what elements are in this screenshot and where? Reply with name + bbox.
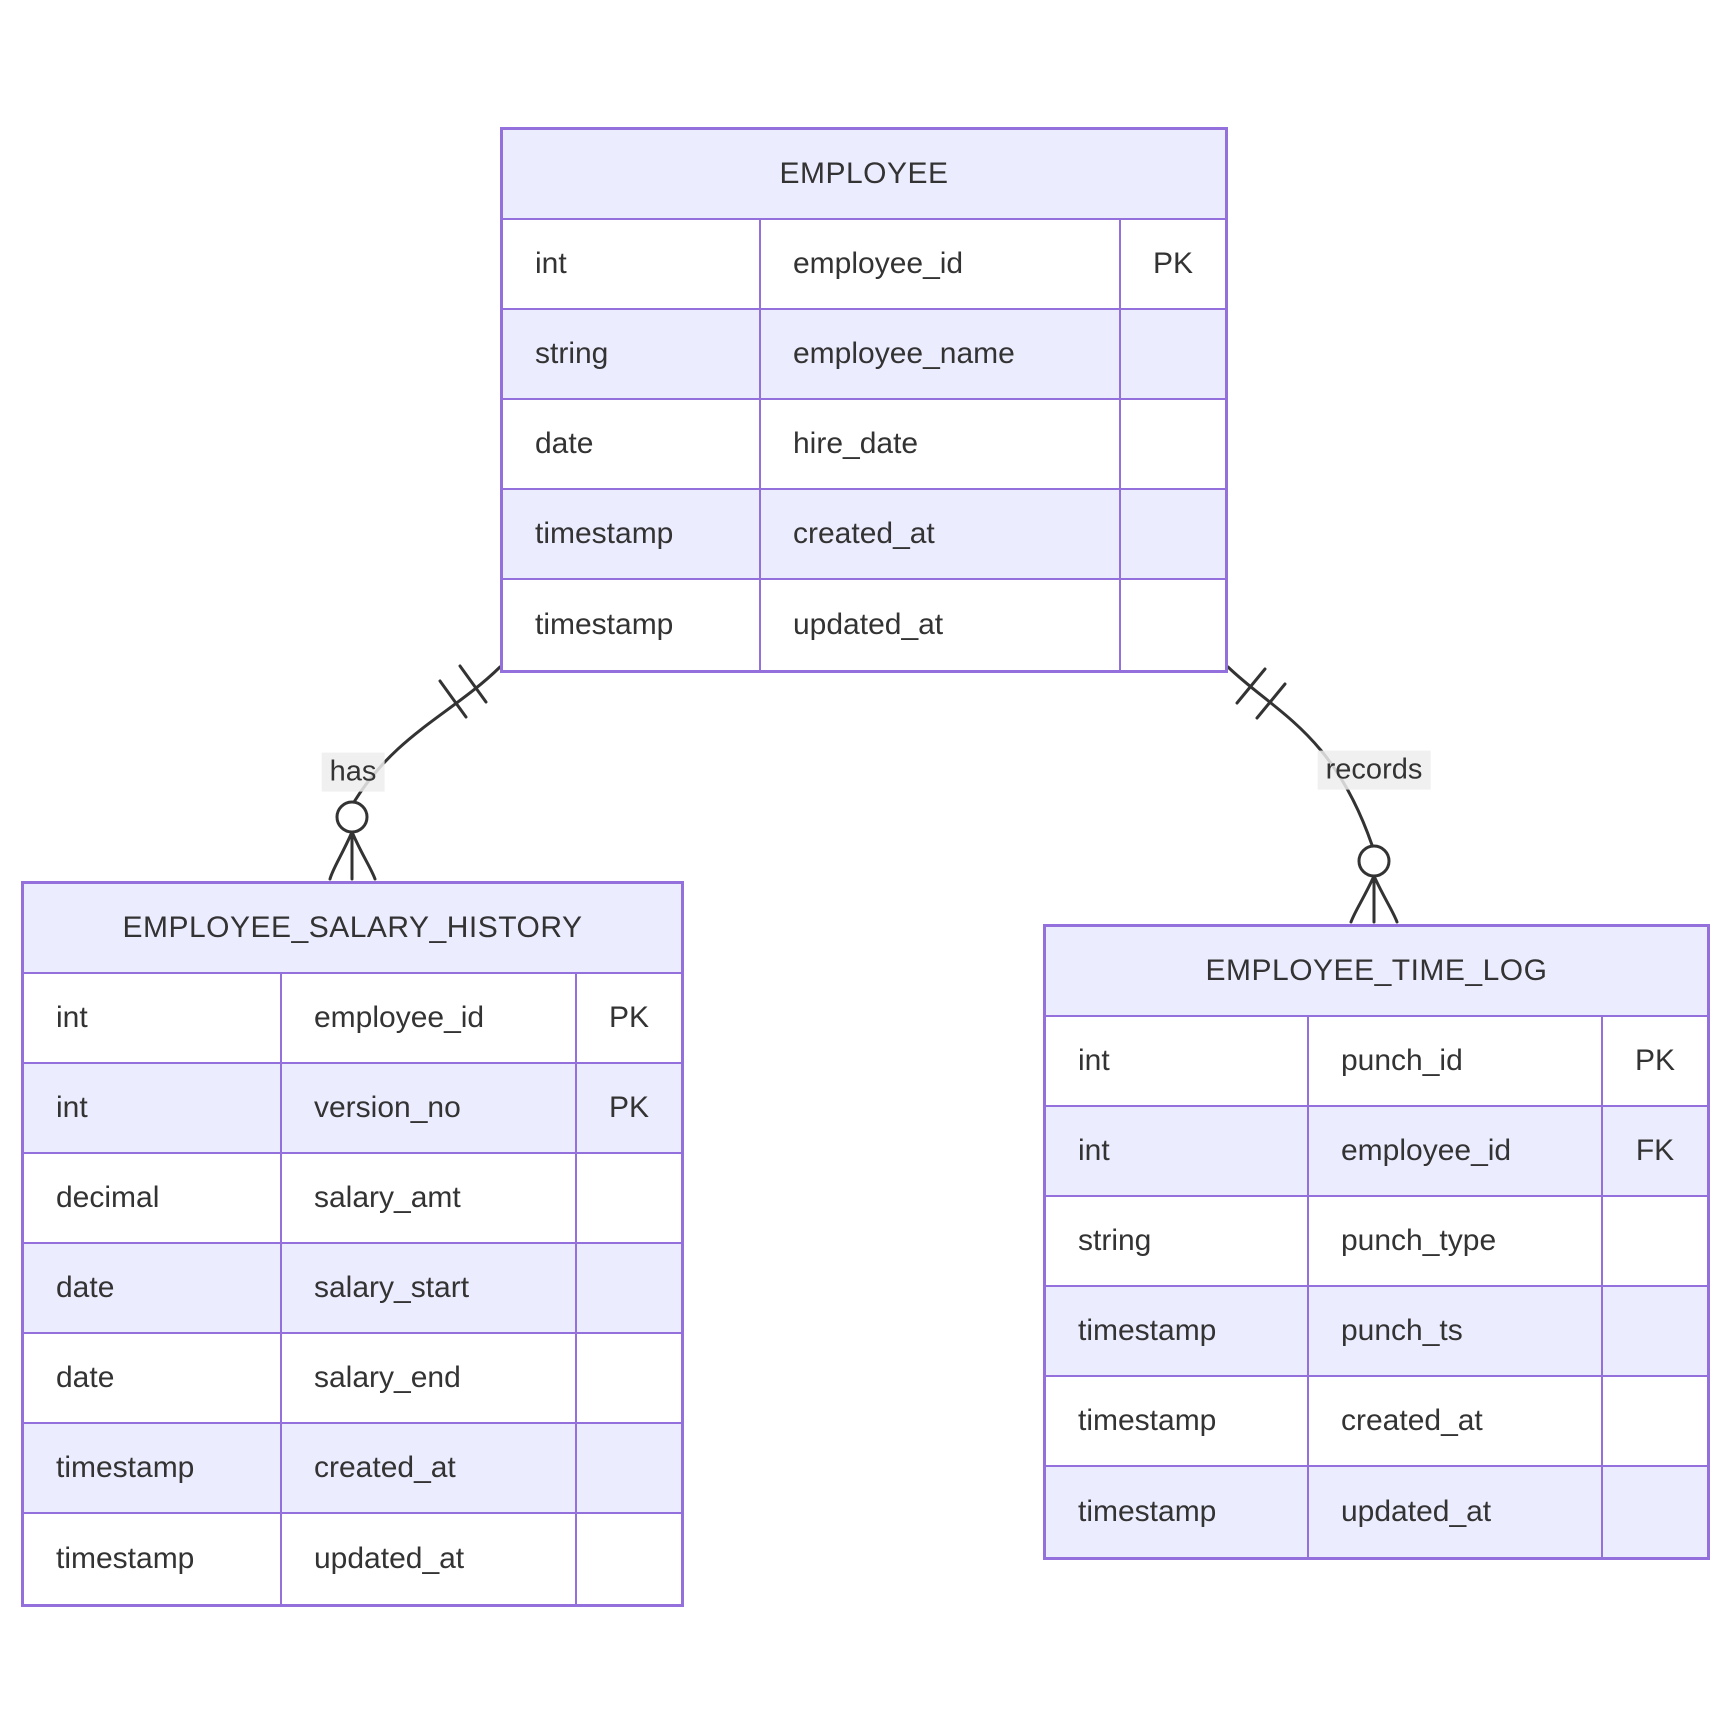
attribute-key bbox=[577, 1154, 681, 1242]
attribute-name: created_at bbox=[761, 490, 1121, 578]
records-zero-circle bbox=[1357, 844, 1391, 878]
attribute-key bbox=[1603, 1467, 1707, 1557]
attribute-key bbox=[577, 1424, 681, 1512]
attribute-type: timestamp bbox=[1046, 1287, 1309, 1375]
attribute-name: salary_end bbox=[282, 1334, 577, 1422]
attribute-type: timestamp bbox=[24, 1424, 282, 1512]
has-zero-circle bbox=[335, 800, 369, 834]
attribute-name: employee_id bbox=[282, 974, 577, 1062]
attribute-type: date bbox=[24, 1334, 282, 1422]
attribute-type: int bbox=[24, 1064, 282, 1152]
attribute-row: int employee_id PK bbox=[24, 974, 681, 1064]
attribute-key bbox=[577, 1244, 681, 1332]
attribute-type: timestamp bbox=[503, 580, 761, 670]
has-one-tick-2 bbox=[438, 679, 468, 719]
entity-employee-salary-history-title: EMPLOYEE_SALARY_HISTORY bbox=[24, 884, 681, 974]
attribute-row: int version_no PK bbox=[24, 1064, 681, 1154]
entity-employee-time-log-title: EMPLOYEE_TIME_LOG bbox=[1046, 927, 1707, 1017]
attribute-row: decimal salary_amt bbox=[24, 1154, 681, 1244]
attribute-key: PK bbox=[1152, 247, 1194, 280]
attribute-row: timestamp updated_at bbox=[503, 580, 1225, 670]
entity-employee: EMPLOYEE int employee_id PK string emplo… bbox=[500, 127, 1228, 673]
attribute-key bbox=[577, 1334, 681, 1422]
relationship-label-has: has bbox=[321, 752, 385, 792]
attribute-name: version_no bbox=[282, 1064, 577, 1152]
attribute-row: timestamp updated_at bbox=[1046, 1467, 1707, 1557]
attribute-key bbox=[1121, 490, 1225, 578]
entity-employee-time-log: EMPLOYEE_TIME_LOG int punch_id PK int em… bbox=[1043, 924, 1710, 1560]
attribute-type: date bbox=[503, 400, 761, 488]
attribute-row: int employee_id FK bbox=[1046, 1107, 1707, 1197]
attribute-name: hire_date bbox=[761, 400, 1121, 488]
attribute-row: date salary_start bbox=[24, 1244, 681, 1334]
records-crowfoot-left bbox=[1349, 874, 1376, 924]
has-crowfoot-left bbox=[328, 830, 354, 881]
entity-employee-title: EMPLOYEE bbox=[503, 130, 1225, 220]
attribute-name: updated_at bbox=[282, 1514, 577, 1604]
attribute-key bbox=[1603, 1287, 1707, 1375]
attribute-name: punch_id bbox=[1309, 1017, 1603, 1105]
attribute-row: date hire_date bbox=[503, 400, 1225, 490]
attribute-name: created_at bbox=[1309, 1377, 1603, 1465]
attribute-row: string employee_name bbox=[503, 310, 1225, 400]
attribute-type: int bbox=[1046, 1107, 1309, 1195]
has-crowfoot-right bbox=[350, 830, 377, 881]
relationship-records-line bbox=[1226, 665, 1399, 924]
attribute-type: timestamp bbox=[503, 490, 761, 578]
attribute-row: timestamp created_at bbox=[503, 490, 1225, 580]
attribute-type: timestamp bbox=[24, 1514, 282, 1604]
attribute-name: punch_ts bbox=[1309, 1287, 1603, 1375]
attribute-key bbox=[1603, 1377, 1707, 1465]
attribute-type: timestamp bbox=[1046, 1377, 1309, 1465]
attribute-name: salary_amt bbox=[282, 1154, 577, 1242]
attribute-name: created_at bbox=[282, 1424, 577, 1512]
relationship-label-records: records bbox=[1317, 750, 1431, 790]
attribute-row: timestamp created_at bbox=[24, 1424, 681, 1514]
records-crowfoot-right bbox=[1372, 874, 1399, 924]
attribute-key bbox=[1121, 310, 1225, 398]
attribute-row: date salary_end bbox=[24, 1334, 681, 1424]
records-one-tick-1 bbox=[1235, 667, 1267, 705]
attribute-type: int bbox=[24, 974, 282, 1062]
attribute-name: employee_id bbox=[761, 220, 1121, 308]
attribute-row: timestamp created_at bbox=[1046, 1377, 1707, 1467]
attribute-key: PK bbox=[608, 1091, 650, 1124]
attribute-type: timestamp bbox=[1046, 1467, 1309, 1557]
attribute-key: FK bbox=[1635, 1134, 1675, 1167]
attribute-type: int bbox=[1046, 1017, 1309, 1105]
attribute-name: updated_at bbox=[761, 580, 1121, 670]
attribute-key bbox=[1603, 1197, 1707, 1285]
attribute-key: PK bbox=[1634, 1044, 1676, 1077]
attribute-key bbox=[577, 1514, 681, 1604]
records-one-tick-2 bbox=[1255, 682, 1287, 720]
attribute-name: employee_name bbox=[761, 310, 1121, 398]
attribute-type: decimal bbox=[24, 1154, 282, 1242]
attribute-type: string bbox=[1046, 1197, 1309, 1285]
attribute-name: updated_at bbox=[1309, 1467, 1603, 1557]
attribute-key bbox=[1121, 400, 1225, 488]
entity-employee-salary-history: EMPLOYEE_SALARY_HISTORY int employee_id … bbox=[21, 881, 684, 1607]
attribute-name: employee_id bbox=[1309, 1107, 1603, 1195]
attribute-type: int bbox=[503, 220, 761, 308]
attribute-row: int employee_id PK bbox=[503, 220, 1225, 310]
attribute-row: timestamp punch_ts bbox=[1046, 1287, 1707, 1377]
attribute-row: string punch_type bbox=[1046, 1197, 1707, 1287]
attribute-name: punch_type bbox=[1309, 1197, 1603, 1285]
attribute-name: salary_start bbox=[282, 1244, 577, 1332]
attribute-type: string bbox=[503, 310, 761, 398]
attribute-row: int punch_id PK bbox=[1046, 1017, 1707, 1107]
has-one-tick-1 bbox=[458, 664, 488, 704]
attribute-row: timestamp updated_at bbox=[24, 1514, 681, 1604]
records-curve bbox=[1226, 665, 1374, 847]
attribute-key: PK bbox=[608, 1001, 650, 1034]
attribute-type: date bbox=[24, 1244, 282, 1332]
attribute-key bbox=[1121, 580, 1225, 670]
